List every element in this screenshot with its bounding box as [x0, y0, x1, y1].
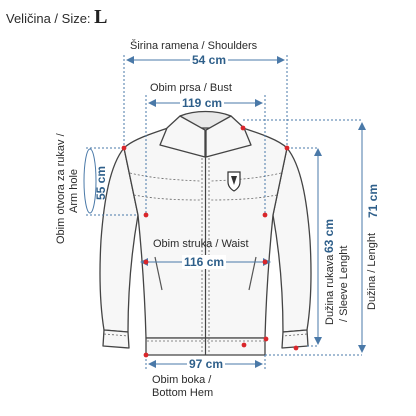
marker-waist-left: [143, 259, 149, 265]
chest-panel-left: [129, 172, 201, 201]
hem-label-line1: Obim boka /: [152, 374, 212, 386]
hem-label-line2: Bottom Hem: [152, 387, 214, 399]
length-label: Dužina / Lenght: [366, 232, 378, 310]
size-prefix: Veličina / Size:: [6, 11, 91, 26]
size-title: Veličina / Size: L: [6, 6, 108, 29]
armhole-value: 55 cm: [94, 165, 108, 200]
jacket-outline: [99, 110, 312, 356]
armhole-oval: [83, 148, 97, 214]
hem-value: 97 cm: [187, 357, 226, 371]
right-sleeve: [272, 147, 312, 333]
marker-collar-right: [240, 125, 246, 131]
sleeve-value: 63 cm: [322, 218, 336, 253]
shoulders-label: Širina ramena / Shoulders: [130, 40, 258, 52]
length-value: 71 cm: [366, 183, 380, 218]
right-cuff: [281, 329, 309, 349]
right-cuff-stitch: [282, 333, 308, 337]
armhole-label-line1: Obim otvora za rukav /: [55, 133, 67, 244]
waist-value: 116 cm: [182, 255, 227, 269]
left-cuff: [102, 329, 130, 349]
sleeve-label-line2: / Sleeve Lenght: [338, 245, 350, 322]
marker-sleeve-bottom: [293, 345, 299, 351]
chest-panel-right: [210, 172, 282, 201]
collar-left: [159, 115, 206, 158]
bust-value: 119 cm: [180, 96, 225, 110]
bust-label: Obim prsa / Bust: [150, 82, 232, 94]
armhole-label-line2: Arm hole: [68, 168, 80, 213]
size-value: L: [94, 6, 108, 28]
waist-label: Obim struka / Waist: [153, 238, 249, 250]
marker-waist-right: [262, 259, 268, 265]
shield-logo-icon: [227, 171, 241, 192]
marker-hem-left: [143, 352, 149, 358]
marker-shoulder-right: [284, 145, 290, 151]
marker-armpit-left: [143, 212, 149, 218]
measure-markers: [121, 125, 299, 358]
marker-cuff-right: [263, 336, 269, 342]
marker-armpit-right: [262, 212, 268, 218]
marker-shoulder-left: [121, 145, 127, 151]
shoulders-value: 54 cm: [190, 53, 229, 67]
left-sleeve: [99, 147, 139, 333]
marker-hem-right: [241, 342, 247, 348]
sleeve-label-line1: Dužina rukava: [324, 254, 336, 325]
left-cuff-stitch: [103, 333, 129, 337]
